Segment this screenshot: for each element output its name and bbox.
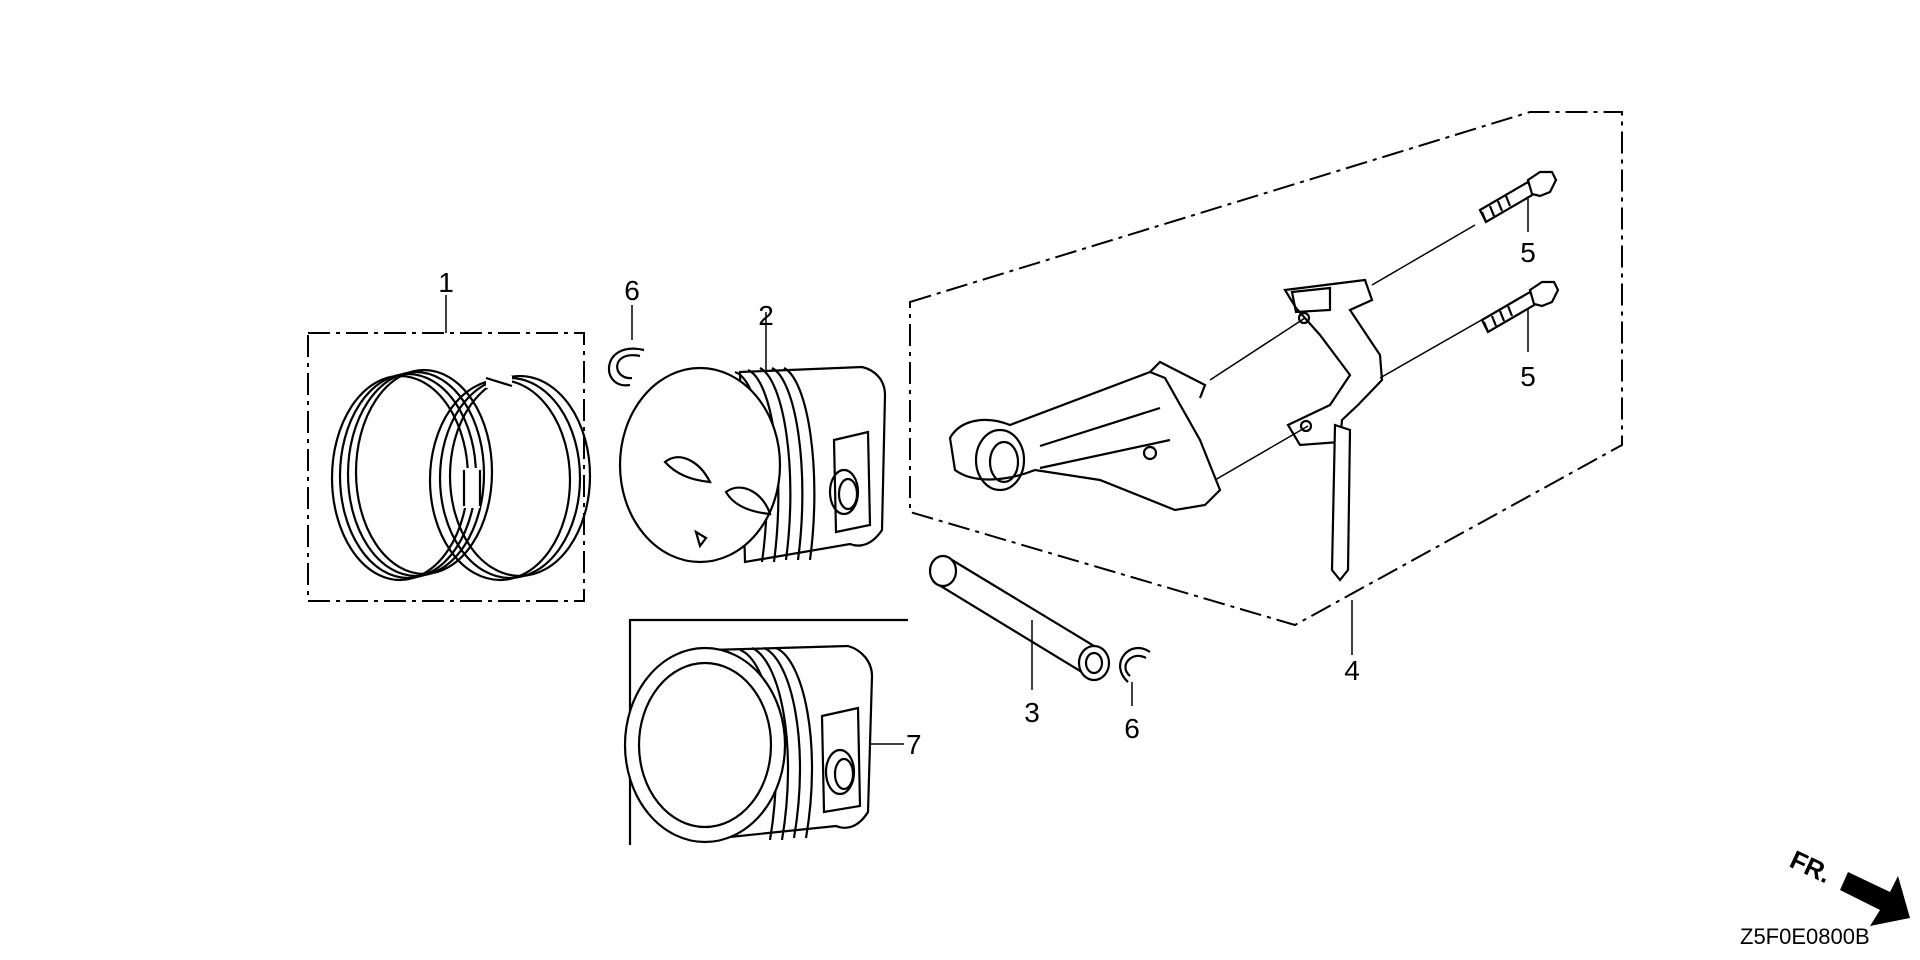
front-label: FR. xyxy=(1785,844,1836,889)
callout-4: 4 xyxy=(1344,655,1360,686)
piston[interactable] xyxy=(618,312,887,564)
front-arrow-icon xyxy=(1840,872,1910,926)
callout-5-top: 5 xyxy=(1520,237,1536,268)
connecting-rod-bolt-top[interactable] xyxy=(1478,170,1558,232)
piston-pin-clip-left[interactable] xyxy=(608,305,645,387)
callout-1: 1 xyxy=(438,267,454,298)
con-rod-box xyxy=(909,111,1623,627)
connecting-rod-assembly[interactable] xyxy=(909,111,1623,655)
callout-6-right: 6 xyxy=(1124,713,1140,744)
callout-6-left: 6 xyxy=(624,275,640,306)
drawing-code: Z5F0E0800B xyxy=(1740,924,1870,949)
connecting-rod-bolt-bottom[interactable] xyxy=(1480,280,1560,352)
callout-3: 3 xyxy=(1024,697,1040,728)
piston-pin-clip-right[interactable] xyxy=(1119,646,1151,706)
alternate-piston[interactable] xyxy=(623,644,904,844)
ring-set-box xyxy=(307,332,585,602)
piston-ring-set[interactable] xyxy=(307,295,592,602)
piston-pin[interactable] xyxy=(928,554,1111,690)
front-direction-arrow xyxy=(1840,872,1910,926)
callout-5-bottom: 5 xyxy=(1520,361,1536,392)
callout-7: 7 xyxy=(906,729,922,760)
callout-2: 2 xyxy=(758,300,774,331)
